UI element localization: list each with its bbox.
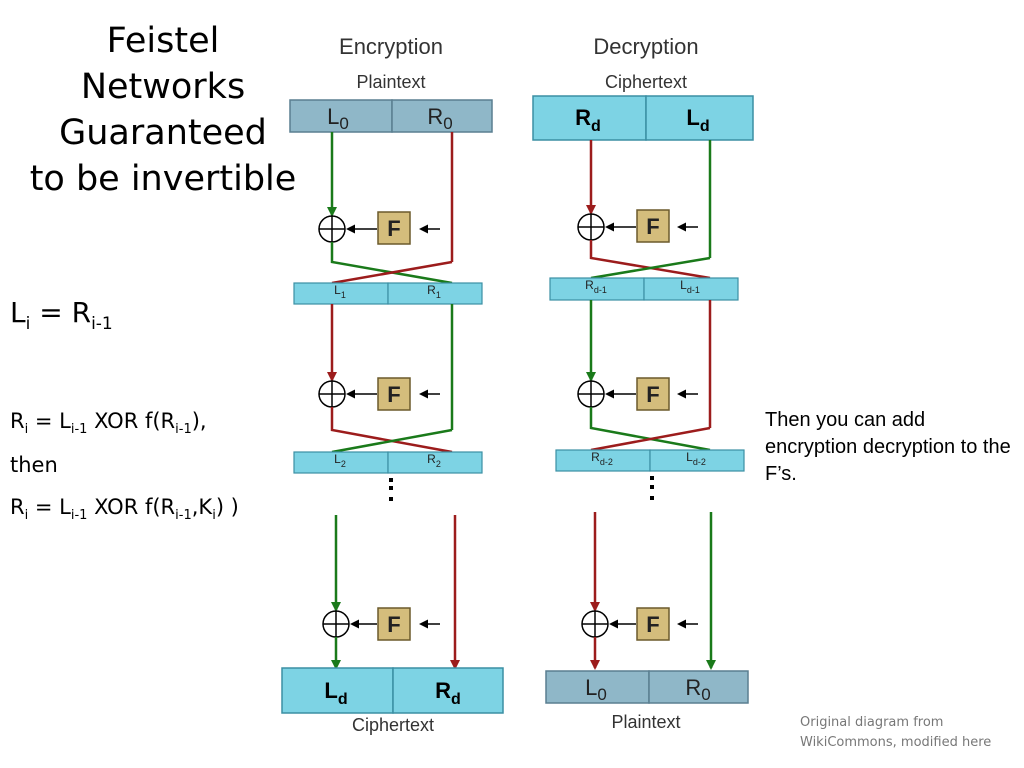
encryption-input-block: L0 R0 bbox=[289, 99, 493, 133]
title-line-4: to be invertible bbox=[29, 159, 297, 199]
decryption-diagram: Decryption Ciphertext Rd Ld F Rd-1 Ld bbox=[532, 34, 754, 732]
encryption-diagram: Encryption Plaintext L0 R0 F L1 bbox=[281, 34, 504, 735]
decryption-heading: Decryption bbox=[593, 34, 698, 59]
encryption-r0-label: R0 bbox=[427, 104, 452, 133]
decryption-ellipsis bbox=[650, 476, 654, 500]
svg-text:F: F bbox=[646, 382, 659, 407]
encryption-ld-label: Ld bbox=[324, 678, 347, 708]
decryption-f-box-2: F bbox=[636, 377, 670, 411]
decryption-f-box-3: F bbox=[636, 607, 670, 641]
encryption-f-box-1: F bbox=[377, 211, 411, 245]
slide-title: Feistel Networks Guaranteed to be invert… bbox=[8, 18, 318, 202]
svg-text:F: F bbox=[387, 612, 400, 637]
encryption-rd-label: Rd bbox=[435, 678, 461, 708]
decryption-ld-label: Ld bbox=[686, 105, 709, 135]
encryption-round-2-block: L2 R2 bbox=[293, 451, 483, 474]
decryption-f-box-1: F bbox=[636, 209, 670, 243]
decryption-l0-label: L0 bbox=[585, 675, 607, 704]
encryption-f-box-3: F bbox=[377, 607, 411, 641]
decryption-xor-2 bbox=[577, 380, 605, 408]
decryption-input-block: Rd Ld bbox=[532, 95, 754, 141]
encryption-ellipsis bbox=[389, 478, 393, 501]
encryption-l2-label: L2 bbox=[334, 452, 346, 469]
encryption-heading: Encryption bbox=[339, 34, 443, 59]
equation-ri-keyed: Ri = Li-1 XOR f(Ri-1,Ki) ) bbox=[10, 495, 239, 523]
decryption-xor-3 bbox=[581, 610, 609, 638]
decryption-ld1-label: Ld-1 bbox=[680, 278, 700, 295]
encryption-xor-1 bbox=[318, 215, 346, 243]
equation-li: Li = Ri-1 bbox=[10, 296, 113, 334]
encryption-xor-2 bbox=[318, 380, 346, 408]
encryption-r1-label: R1 bbox=[427, 283, 441, 300]
encryption-l0-label: L0 bbox=[327, 104, 349, 133]
encryption-xor-3 bbox=[322, 610, 350, 638]
side-note: Then you can add encryption decryption t… bbox=[765, 409, 1011, 485]
decryption-output-block: L0 R0 bbox=[545, 670, 749, 704]
decryption-r0-label: R0 bbox=[685, 675, 710, 704]
equation-ri-basic: Ri = Li-1 XOR f(Ri-1), bbox=[10, 409, 207, 437]
decryption-rd2-label: Rd-2 bbox=[591, 450, 613, 467]
encryption-plaintext-caption: Plaintext bbox=[356, 72, 425, 92]
credit-note: Original diagram from WikiCommons, modif… bbox=[800, 715, 992, 750]
decryption-plaintext-caption: Plaintext bbox=[611, 712, 680, 732]
decryption-rd1-label: Rd-1 bbox=[585, 278, 607, 295]
svg-text:F: F bbox=[646, 612, 659, 637]
encryption-round-1-block: L1 R1 bbox=[293, 282, 483, 305]
encryption-l1-label: L1 bbox=[334, 283, 346, 300]
title-line-2: Networks bbox=[80, 67, 246, 107]
title-line-3: Guaranteed bbox=[59, 113, 267, 153]
decryption-ld2-label: Ld-2 bbox=[686, 450, 706, 467]
equation-then: then bbox=[10, 453, 58, 477]
encryption-ciphertext-caption: Ciphertext bbox=[352, 715, 434, 735]
decryption-round-1-block: Rd-1 Ld-1 bbox=[549, 277, 739, 301]
encryption-output-block: Ld Rd bbox=[281, 667, 504, 714]
decryption-ciphertext-caption: Ciphertext bbox=[605, 72, 687, 92]
svg-text:F: F bbox=[387, 382, 400, 407]
decryption-xor-1 bbox=[577, 213, 605, 241]
title-line-1: Feistel bbox=[106, 21, 220, 61]
svg-text:F: F bbox=[387, 216, 400, 241]
svg-text:F: F bbox=[646, 214, 659, 239]
encryption-f-box-2: F bbox=[377, 377, 411, 411]
decryption-rd-label: Rd bbox=[575, 105, 601, 135]
decryption-round-2-block: Rd-2 Ld-2 bbox=[555, 449, 745, 472]
encryption-r2-label: R2 bbox=[427, 452, 441, 469]
